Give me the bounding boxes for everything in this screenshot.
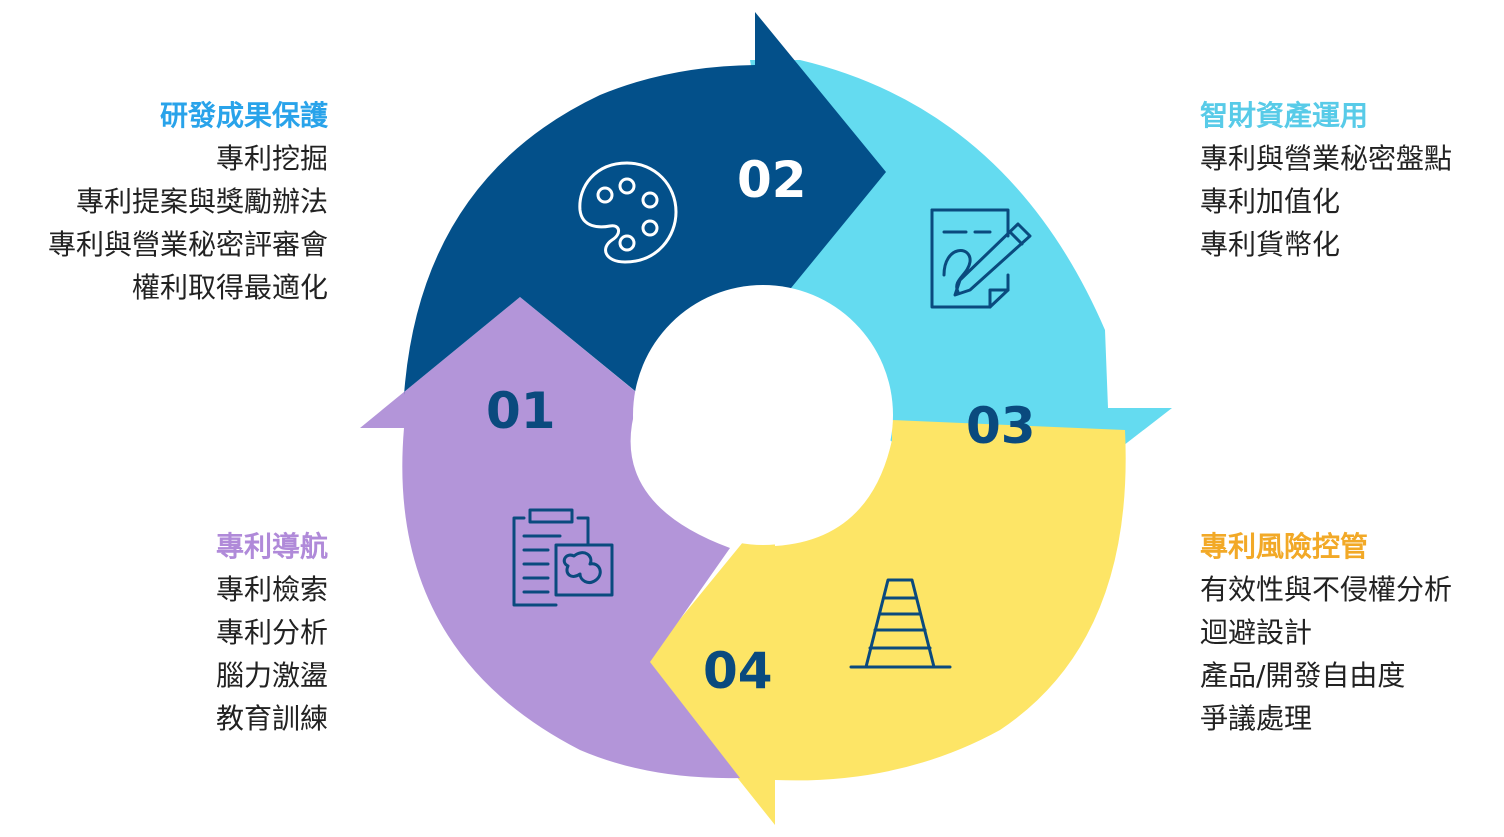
- list-item: 專利挖掘: [215, 142, 328, 175]
- list-item: 教育訓練: [215, 702, 328, 735]
- item-list: 專利檢索 專利分析 腦力激盪 教育訓練: [0, 568, 328, 740]
- center-hole: [633, 285, 893, 545]
- segment-01-purple: [360, 297, 740, 779]
- block-title: 專利風險控管: [1200, 530, 1369, 563]
- step-number-03: 03: [966, 397, 1036, 455]
- list-item: 腦力激盪: [215, 659, 328, 692]
- list-item: 專利檢索: [215, 573, 328, 606]
- list-item: 專利分析: [215, 616, 328, 649]
- traffic-cone-icon: [849, 578, 952, 669]
- list-item: 迴避設計: [1200, 616, 1313, 649]
- block-title: 研發成果保護: [159, 99, 328, 132]
- block-ip-assets: 智財資產運用 專利與營業秘密盤點 專利加值化 專利貨幣化: [1200, 95, 1504, 266]
- palette-icon: [578, 161, 678, 264]
- step-number-04: 04: [703, 642, 773, 700]
- block-patent-risk: 專利風險控管 有效性與不侵權分析 迴避設計 產品/開發自由度 爭議處理: [1200, 526, 1504, 740]
- block-title: 專利導航: [215, 530, 328, 563]
- document-pen-icon: [930, 208, 1032, 309]
- list-item: 專利加值化: [1200, 185, 1341, 218]
- list-item: 權利取得最適化: [131, 271, 328, 304]
- list-item: 有效性與不侵權分析: [1200, 573, 1453, 606]
- item-list: 專利挖掘 專利提案與獎勵辦法 專利與營業秘密評審會 權利取得最適化: [0, 137, 328, 309]
- list-item: 爭議處理: [1200, 702, 1313, 735]
- list-item: 產品/開發自由度: [1200, 659, 1406, 692]
- step-number-02: 02: [737, 151, 807, 209]
- list-item: 專利與營業秘密評審會: [47, 228, 328, 261]
- block-title: 智財資產運用: [1200, 99, 1369, 132]
- list-item: 專利與營業秘密盤點: [1200, 142, 1453, 175]
- clipboard-puzzle-icon: [512, 508, 614, 607]
- item-list: 專利與營業秘密盤點 專利加值化 專利貨幣化: [1200, 137, 1504, 266]
- item-list: 有效性與不侵權分析 迴避設計 產品/開發自由度 爭議處理: [1200, 568, 1504, 740]
- block-rd-protection: 研發成果保護 專利挖掘 專利提案與獎勵辦法 專利與營業秘密評審會 權利取得最適化: [0, 95, 328, 309]
- block-patent-navigation: 專利導航 專利檢索 專利分析 腦力激盪 教育訓練: [0, 526, 328, 740]
- list-item: 專利提案與獎勵辦法: [75, 185, 328, 218]
- step-number-01: 01: [486, 382, 556, 440]
- list-item: 專利貨幣化: [1200, 228, 1341, 261]
